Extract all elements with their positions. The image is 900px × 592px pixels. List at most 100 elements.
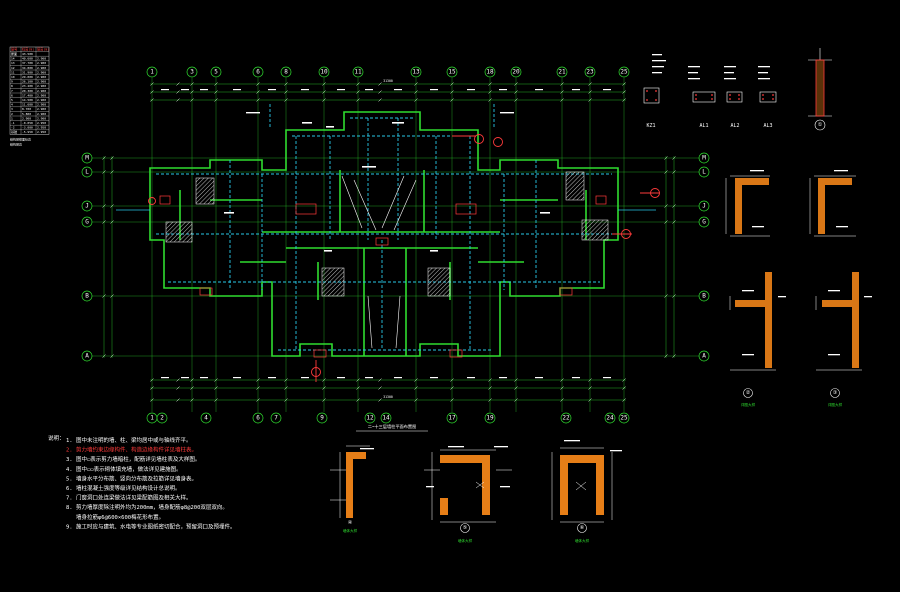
level-table-footer: 结构层楼面标高 [10,136,31,141]
level-table-header-cell: 标高(m) [22,46,34,51]
note-number: 5. [66,476,73,482]
dimension-value [499,377,507,379]
plan-annotations [224,112,550,252]
dimension-value [268,89,276,91]
grid-axis-top-label-bubble [446,66,458,78]
dimension-value [161,89,169,91]
hatched-shaft [321,267,345,297]
level-table-cell: -0.050 [22,121,33,125]
al3-label: AL3 [763,123,772,129]
level-table-cell: 屋面 [11,51,17,56]
level-table-cell: -2 [11,126,15,130]
level-table-footer: 结构层高 [10,141,22,146]
al2-label: AL2 [730,123,739,129]
bottom-total-dimension: 31300 [383,395,393,399]
grid-axis-bottom-label-bubble [316,412,328,424]
level-table-header-cell: 层号 [11,46,17,51]
dimension-value [572,377,580,379]
level-table-cell: 2.950 [37,126,46,130]
hatched-shafts [165,171,609,297]
grid-axis-bottom-label: 14 [382,415,390,422]
grid-axis-bottom-label-bubble [560,412,572,424]
grid-axis-left-label-bubble [81,166,93,178]
level-table-cell: 2.900 [37,98,46,102]
dimension-value [268,377,276,379]
kz1-label: KZ1 [646,123,655,129]
level-table-cell: 5.800 [22,112,31,116]
hatched-shaft [165,221,193,243]
detail-4-caption: 墙体大样 [343,528,358,533]
grid-axis-right-label-bubble [698,200,710,212]
top-total-dimension: 31300 [383,79,393,83]
grid-axis-top-label: 1 [150,69,154,76]
grid-axis-left-label: L [85,169,89,176]
grid-axis-left-label-bubble [81,200,93,212]
dimension-tick [378,82,382,86]
grid-axis-right-label: M [702,155,706,162]
corner-details: ② ③ 详图大样 详图大样 [725,170,872,407]
hatched-shaft [427,267,451,297]
notes-block: 说明： 1.图中未注明的墙、柱、梁均居中或与轴线齐平。2.剪力墙约束边缘构件、构… [48,434,236,530]
note-text: 剪力墙厚度除注明外均为200mm，墙身配筋φ8@200双层双向。 [76,503,228,511]
grid-axis-right-label-bubble [698,350,710,362]
dimension-value [603,377,611,379]
level-table-cell: 2.900 [37,80,46,84]
level-table-cell: 11.600 [22,103,33,107]
level-table-cell: 5 [11,98,13,102]
grid-axis-top-label: 23 [586,69,594,76]
grid-axis-right-label-bubble [698,290,710,302]
level-table-cell: 14 [11,57,15,61]
notes-heading: 说明： [48,434,65,442]
grid-axis-bottom-label: 22 [562,415,570,422]
grid-axis-bottom-label: 19 [486,415,494,422]
grid-axis-bottom-label-bubble [200,412,212,424]
grid-axis-bottom-label: 6 [256,415,260,422]
grid-axis-left-label-bubble [81,350,93,362]
dimension-value [301,377,309,379]
dimension-value [161,377,169,379]
level-table-cell: 2.900 [37,84,46,88]
level-table-cell: 1 [11,116,13,120]
dimension-value [301,89,309,91]
level-table-cell: 23.200 [22,84,33,88]
detail-6-caption: 墙体大样 [575,538,590,543]
dimension-value [603,89,611,91]
detail-3-circle [830,388,840,398]
grid-axis-left-label: A [85,353,89,360]
dimension-value [394,377,402,379]
level-table-cell: 4 [11,103,13,107]
detail-2-label: ② [746,390,751,396]
level-table-cell: 6 [11,93,13,97]
dimension-tick [176,398,180,402]
grid-axis-bottom-label: 7 [274,415,278,422]
grid-axis-right-label: J [702,203,706,210]
grid-axis-top-label-bubble [186,66,198,78]
note-number: 7. [66,496,73,502]
level-table-cell: 13 [11,61,15,65]
detail-2-circle [743,388,753,398]
note-text: 图中未注明的墙、柱、梁均居中或与轴线齐平。 [76,436,192,444]
grid-axis-right-label: A [702,353,706,360]
dimension-value [499,89,507,91]
wall-section [815,59,825,117]
grid-axis-left-label: B [85,293,89,300]
grid-axis-top-label-bubble [352,66,364,78]
level-table-cell: 2.900 [37,57,46,61]
note-number: 1. [66,438,73,444]
level-table-cell: 2.900 [37,116,46,120]
dimension-value [394,89,402,91]
grid-axis-top-label: 21 [558,69,566,76]
dimension-value [337,377,345,379]
dimension-tick [176,82,180,86]
hatched-shaft [195,177,215,205]
detail-5-caption: 墙体大样 [458,538,473,543]
note-text: 墙身水平分布筋、竖向分布筋及拉筋详见墙身表。 [76,474,197,482]
grid-axis-top-label: 25 [620,69,628,76]
grid-axis-top-label: 11 [354,69,362,76]
grid-axis-bottom-label: 17 [448,415,456,422]
grid-axis-top-label-bubble [146,66,158,78]
level-table-cell: 31.900 [22,70,33,74]
note-number: 9. [66,524,73,530]
note-text: 图中▭表示剪力墙暗柱，配筋详见墙柱表及大样图。 [76,455,200,463]
